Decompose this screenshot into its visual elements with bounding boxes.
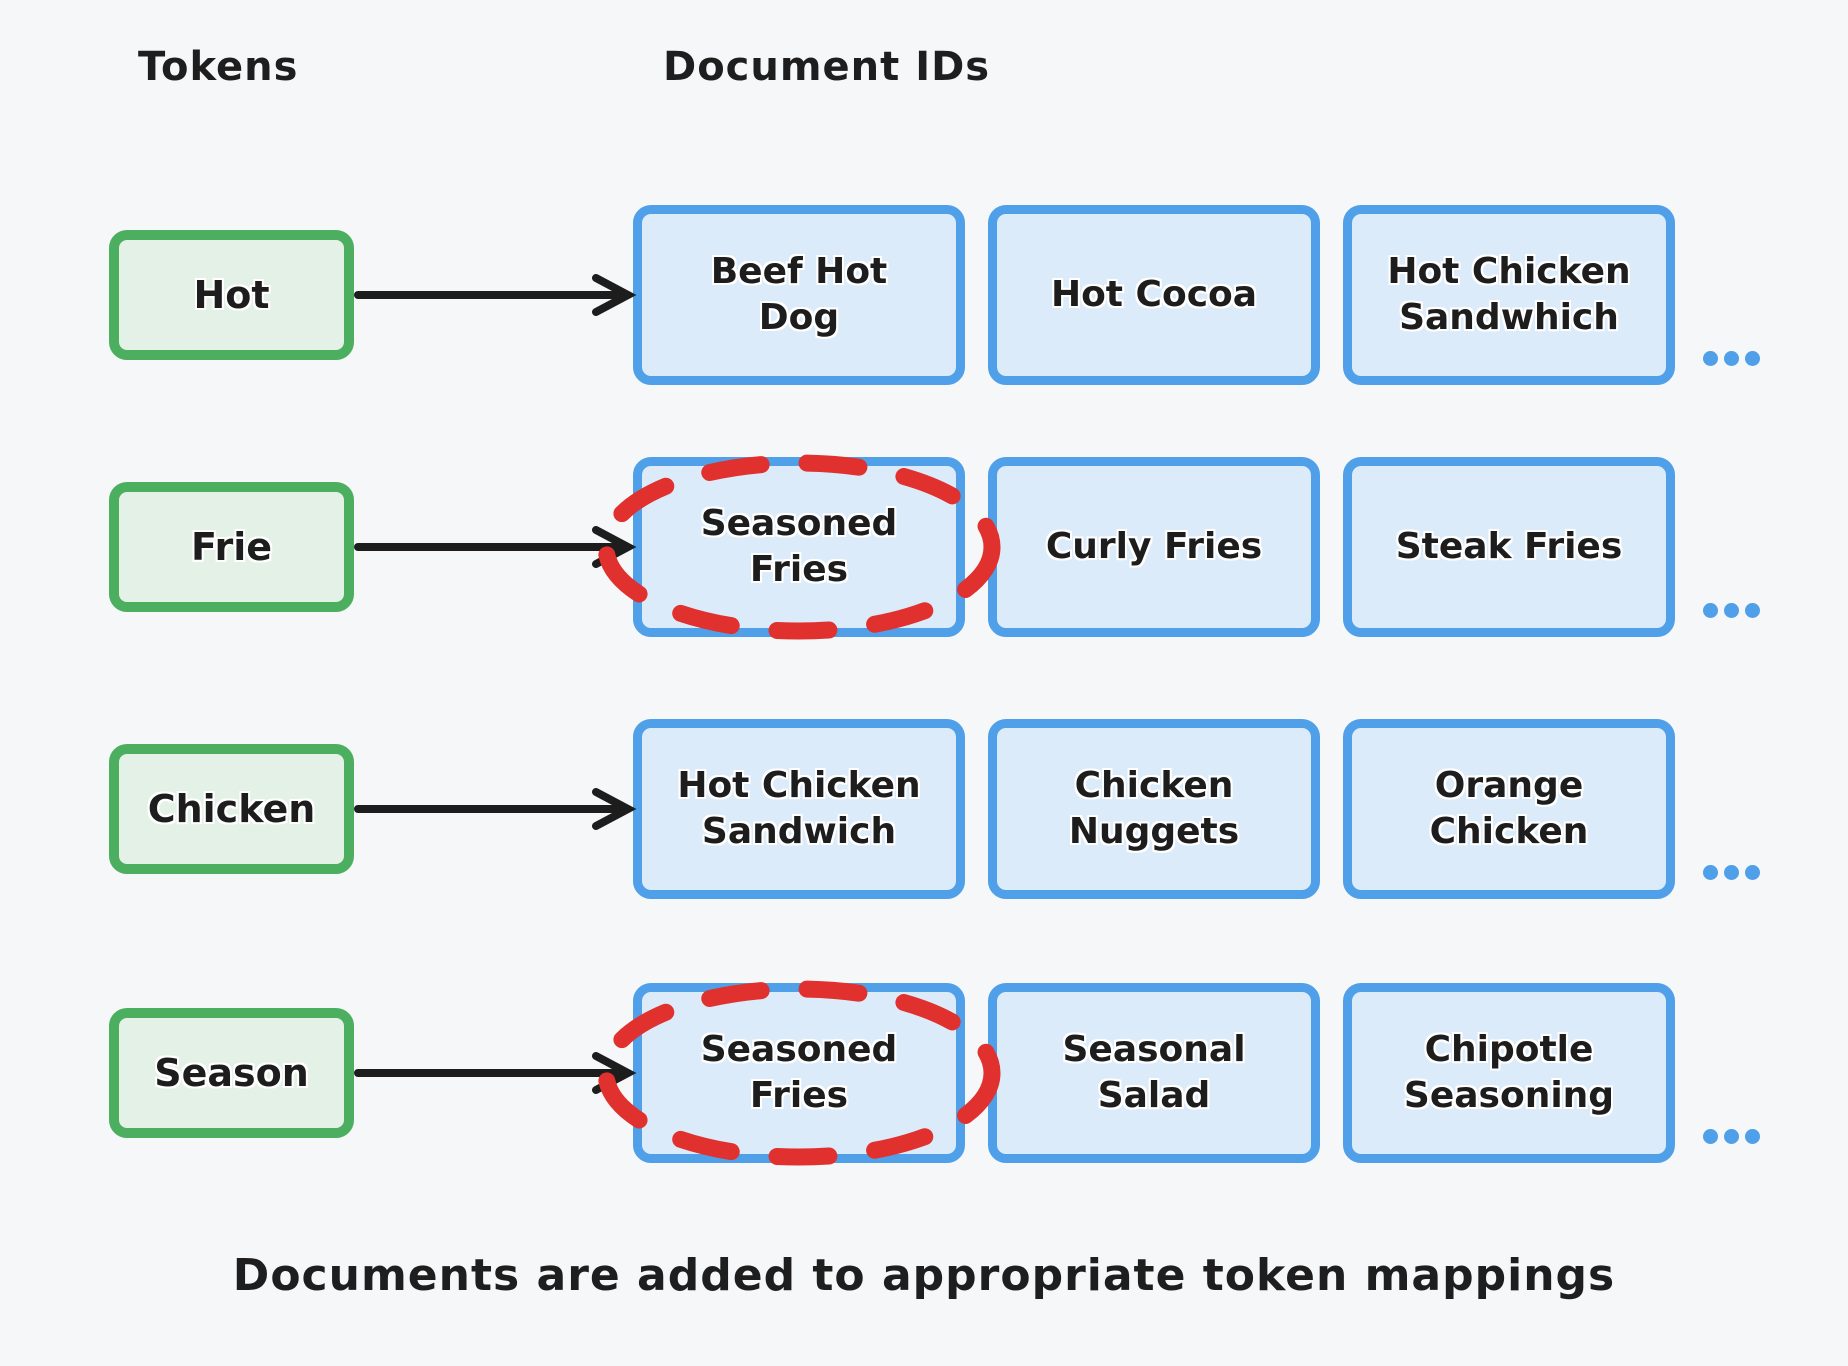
document-box: Steak Fries	[1343, 457, 1675, 637]
document-box: Chicken Nuggets	[988, 719, 1320, 899]
document-box: Chipotle Seasoning	[1343, 983, 1675, 1163]
ellipsis-dot	[1703, 351, 1718, 366]
ellipsis-dot	[1745, 1129, 1760, 1144]
ellipsis-dot	[1724, 1129, 1739, 1144]
more-documents-ellipsis	[1703, 351, 1760, 366]
document-box: Seasonal Salad	[988, 983, 1320, 1163]
ellipsis-dot	[1703, 1129, 1718, 1144]
document-label: Steak Fries	[1395, 525, 1623, 567]
document-label: Beef Hot Dog	[710, 250, 888, 338]
document-label: Curly Fries	[1045, 525, 1263, 567]
more-documents-ellipsis	[1703, 865, 1760, 880]
tokens-column-header: Tokens	[138, 44, 299, 90]
document-box-highlighted: Seasoned Fries	[633, 457, 965, 637]
document-box: Curly Fries	[988, 457, 1320, 637]
ellipsis-dot	[1745, 603, 1760, 618]
document-label: Hot Chicken Sandwhich	[1387, 250, 1631, 338]
document-label: Seasoned Fries	[700, 1028, 898, 1116]
token-label: Season	[154, 1050, 309, 1095]
document-label: Hot Cocoa	[1050, 273, 1258, 315]
document-box: Beef Hot Dog	[633, 205, 965, 385]
ellipsis-dot	[1703, 603, 1718, 618]
diagram-caption: Documents are added to appropriate token…	[232, 1250, 1616, 1301]
ellipsis-dot	[1703, 865, 1718, 880]
token-label: Hot	[193, 272, 270, 317]
document-box: Orange Chicken	[1343, 719, 1675, 899]
document-box: Hot Chicken Sandwich	[633, 719, 965, 899]
ellipsis-dot	[1745, 351, 1760, 366]
more-documents-ellipsis	[1703, 603, 1760, 618]
document-label: Seasonal Salad	[1062, 1028, 1246, 1116]
token-label: Frie	[190, 524, 273, 569]
document-box: Hot Chicken Sandwhich	[1343, 205, 1675, 385]
document-box-highlighted: Seasoned Fries	[633, 983, 965, 1163]
document-label: Chipotle Seasoning	[1403, 1028, 1615, 1116]
ellipsis-dot	[1745, 865, 1760, 880]
token-box-hot: Hot	[109, 230, 354, 360]
ellipsis-dot	[1724, 351, 1739, 366]
document-ids-column-header: Document IDs	[663, 44, 991, 90]
ellipsis-dot	[1724, 865, 1739, 880]
document-box: Hot Cocoa	[988, 205, 1320, 385]
document-label: Hot Chicken Sandwich	[677, 764, 921, 852]
mapping-arrow	[354, 274, 637, 1094]
token-box-chicken: Chicken	[109, 744, 354, 874]
more-documents-ellipsis	[1703, 1129, 1760, 1144]
document-label: Seasoned Fries	[700, 502, 898, 590]
ellipsis-dot	[1724, 603, 1739, 618]
token-label: Chicken	[147, 786, 316, 831]
document-label: Chicken Nuggets	[1068, 764, 1240, 852]
token-box-frie: Frie	[109, 482, 354, 612]
token-box-season: Season	[109, 1008, 354, 1138]
document-label: Orange Chicken	[1429, 764, 1589, 852]
